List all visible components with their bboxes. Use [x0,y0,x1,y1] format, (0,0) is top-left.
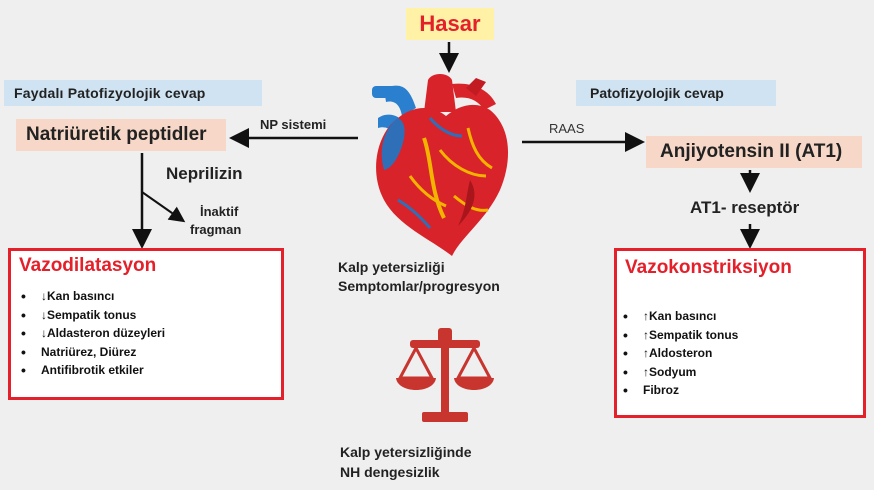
vasoconstriction-box: Vazokonstriksiyon ↑Kan basıncı ↑Sempatik… [614,248,866,418]
balance-scale-icon [396,328,494,422]
inactive-label-line2: fragman [190,222,241,237]
list-item: ↓Aldasteron düzeyleri [15,324,165,343]
list-item: Antifibrotik etkiler [15,361,165,380]
natriuretic-peptides-box: Natriüretik peptidler [16,119,226,151]
np-system-label: NP sistemi [260,117,326,132]
at1-receptor-label: AT1- reseptör [690,198,799,218]
list-item: ↓Sempatik tonus [15,306,165,325]
raas-label: RAAS [549,121,584,136]
pathophysiologic-response-header: Patofizyolojik cevap [576,80,776,106]
arrow-neprilizin-branch [142,192,182,220]
list-item: ↑Sempatik tonus [617,326,738,345]
vasoconstriction-list: ↑Kan basıncı ↑Sempatik tonus ↑Aldosteron… [617,307,738,400]
vasodilation-title: Vazodilatasyon [19,255,156,277]
vasoconstriction-title: Vazokonstriksiyon [625,257,792,279]
beneficial-response-header: Faydalı Patofizyolojik cevap [4,80,262,106]
vasodilation-box: Vazodilatasyon ↓Kan basıncı ↓Sempatik to… [8,248,284,400]
list-item: Natriürez, Diürez [15,343,165,362]
vasodilation-list: ↓Kan basıncı ↓Sempatik tonus ↓Aldasteron… [15,287,165,380]
list-item: ↑Aldosteron [617,344,738,363]
scale-caption-line2: NH dengesizlik [340,464,440,480]
inactive-label-line1: İnaktif [200,204,238,219]
heart-caption-line2: Semptomlar/progresyon [338,278,500,294]
heart-icon [372,74,508,256]
neprilysin-label: Neprilizin [166,164,243,184]
angiotensin-box: Anjiyotensin II (AT1) [646,136,862,168]
list-item: Fibroz [617,381,738,400]
list-item: ↓Kan basıncı [15,287,165,306]
damage-label: Hasar [406,8,494,40]
list-item: ↑Sodyum [617,363,738,382]
list-item: ↑Kan basıncı [617,307,738,326]
scale-caption-line1: Kalp yetersizliğinde [340,444,471,460]
heart-caption-line1: Kalp yetersizliği [338,259,445,275]
